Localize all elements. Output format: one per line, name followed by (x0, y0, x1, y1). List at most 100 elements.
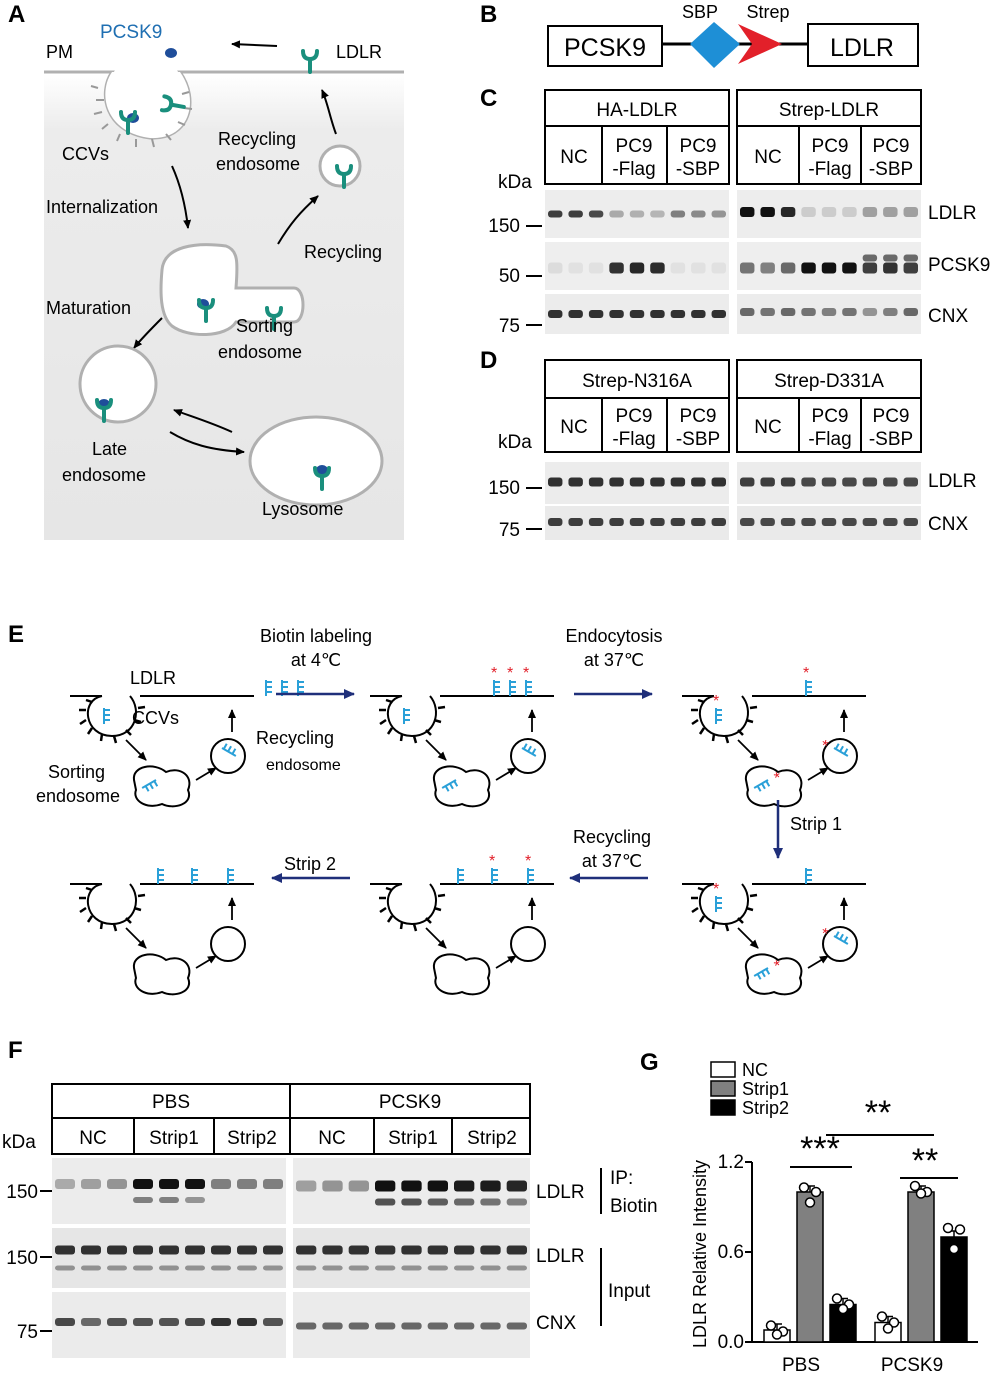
f-lane-strip1: Strip1 (149, 1128, 199, 1149)
b-ldlr: LDLR (830, 34, 894, 62)
blot-band (842, 477, 857, 487)
receptor-branch (765, 968, 771, 975)
f-lane-strip2-2: Strip2 (467, 1128, 517, 1149)
blot-band (650, 262, 665, 274)
receptor-branch (756, 785, 762, 792)
f-ip-2: Biotin (610, 1196, 658, 1217)
blot-band (296, 1322, 317, 1330)
blot-band (842, 518, 857, 526)
f-lane-strip2: Strip2 (227, 1128, 277, 1149)
receptor (221, 743, 237, 757)
d-row-ldlr: LDLR (928, 471, 977, 492)
arrow (195, 767, 217, 781)
blot-band (801, 477, 816, 487)
pcsk9-molecule (165, 48, 177, 58)
panel-label-c: C (480, 85, 497, 112)
blot-band (691, 262, 706, 274)
receptor (805, 868, 812, 884)
blot-band (780, 477, 796, 487)
blot-band (480, 1245, 501, 1255)
blot-band (159, 1318, 179, 1326)
blot-band (454, 1245, 475, 1255)
blot-band (691, 210, 706, 218)
biotin-star: * (525, 853, 531, 870)
receptor-branch (756, 973, 762, 980)
blot-band (670, 518, 686, 526)
blot-band (903, 207, 918, 217)
receptor (525, 680, 532, 696)
pcsk9-box (547, 25, 663, 67)
blot-band (375, 1265, 396, 1271)
arrow-late-to-lysosome (169, 431, 245, 456)
e-cell: *** (682, 868, 866, 996)
receptor (493, 680, 500, 696)
blot-band (107, 1245, 127, 1255)
ccv-coat (79, 886, 146, 932)
receptor-branch (231, 748, 237, 755)
blot-band (821, 477, 837, 487)
d-lane-nc-2: NC (754, 417, 781, 438)
d-lane-sbp-2b: -SBP (869, 429, 913, 450)
blot-band (609, 518, 624, 526)
blot-band (506, 1265, 527, 1271)
blot-band (862, 477, 878, 487)
blot-band (588, 310, 604, 318)
receptor (157, 868, 164, 884)
receptor-stem (141, 779, 157, 789)
c-row-cnx: CNX (928, 306, 968, 327)
blot-band (133, 1265, 153, 1271)
blot-band (506, 1198, 527, 1206)
blot-band (740, 518, 755, 526)
receptor (297, 680, 304, 696)
arrow-return (231, 40, 278, 49)
blot-band (760, 308, 775, 316)
arrow (807, 955, 829, 969)
blot-band (185, 1245, 205, 1255)
blot-band (401, 1198, 422, 1206)
b-sbp: SBP (682, 2, 718, 22)
blot-band (588, 262, 604, 274)
receptor (103, 708, 110, 724)
ldlr-surface-receptor (301, 49, 319, 74)
ldlr-box (807, 23, 919, 67)
f-marker-150a: 150 (6, 1182, 38, 1203)
blot-band (629, 210, 645, 218)
blot-band (650, 210, 665, 218)
blot-band (568, 210, 583, 218)
data-point (876, 1311, 888, 1322)
data-point (948, 1243, 960, 1255)
blot-band (711, 518, 726, 526)
blot-band (55, 1265, 75, 1271)
blot-band (883, 308, 898, 316)
f-ip-1: IP: (610, 1168, 633, 1189)
b-pcsk9: PCSK9 (564, 34, 646, 62)
data-point (915, 1188, 927, 1199)
blot-band (107, 1318, 127, 1326)
blot-band (609, 477, 624, 487)
d-marker-150: 150 (488, 478, 520, 499)
d-lane-nc: NC (560, 417, 587, 438)
blot-band (821, 207, 837, 217)
ccv (86, 695, 137, 738)
blot-band (691, 477, 706, 487)
blot-band (506, 1245, 527, 1255)
blot-band (609, 310, 624, 318)
receptor-branch (227, 745, 232, 752)
sorting-endosome (132, 953, 191, 996)
c-blots (545, 190, 921, 334)
label-pcsk9: PCSK9 (100, 22, 162, 43)
ccv (386, 883, 437, 926)
c-lane-sbp-1b: PC9 (873, 136, 910, 157)
f-kda: kDa (2, 1132, 36, 1153)
blot-band (650, 518, 665, 526)
blot-band (760, 207, 775, 217)
blot-band (670, 310, 686, 318)
f-row-ldlr-input: LDLR (536, 1246, 585, 1267)
c-lane-sbp-2: -SBP (676, 159, 720, 180)
blot-band (159, 1245, 179, 1255)
blot-band (801, 308, 816, 316)
panel-a: A PM PCSK9 LDLR CCVs Internalization Sor… (8, 1, 404, 540)
blot-band (629, 262, 645, 274)
panel-f: F PBS PCSK9 NC Strip1 Strip2 NC Strip1 S… (2, 1037, 658, 1358)
blot-band (375, 1245, 396, 1255)
